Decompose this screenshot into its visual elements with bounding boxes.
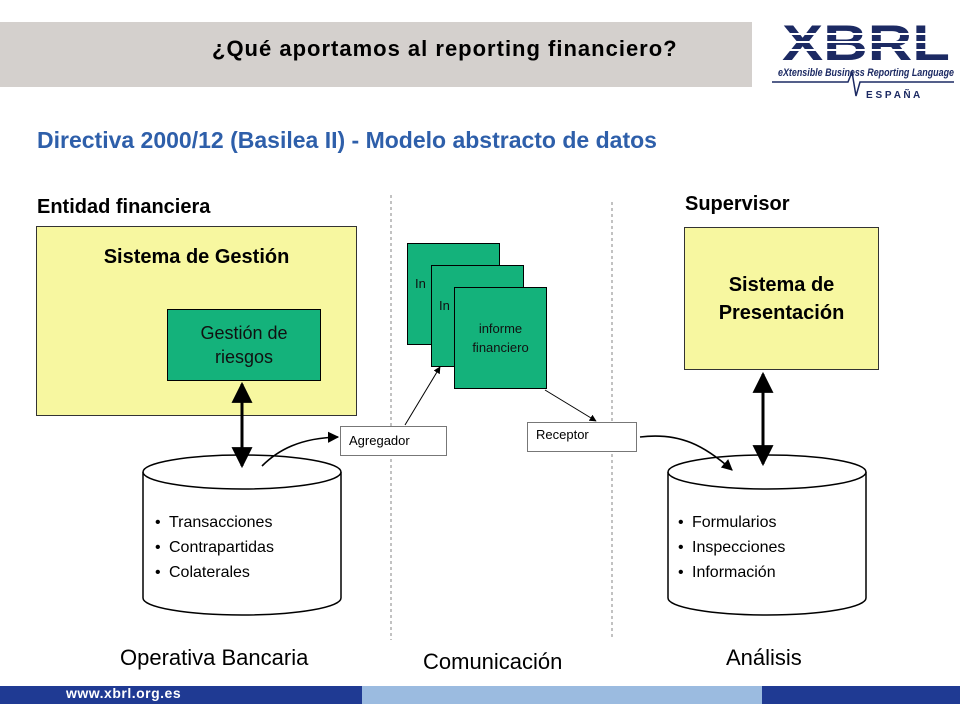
logo-tagline: eXtensible Business Reporting Language — [778, 67, 954, 79]
right-heading: Supervisor — [685, 193, 790, 215]
report-document-back-label: In — [415, 276, 426, 291]
logo-pulse — [772, 69, 954, 97]
right-database-list: Formularios Inspecciones Información — [678, 510, 785, 585]
left-database-list: Transacciones Contrapartidas Colaterales — [155, 510, 274, 585]
left-db-item: Contrapartidas — [155, 535, 274, 560]
documents-to-receiver-arrow — [544, 389, 597, 422]
right-db-item: Información — [678, 560, 785, 585]
report-document-front-label: informe financiero — [472, 321, 529, 355]
right-db-item: Formularios — [678, 510, 785, 535]
risk-management-box: Gestión de riesgos — [167, 309, 321, 381]
footer-bar-dark — [0, 686, 362, 704]
right-db-item: Inspecciones — [678, 535, 785, 560]
logo-country: E S P A Ñ A — [866, 88, 920, 101]
left-heading: Entidad financiera — [37, 196, 211, 218]
footer-bar-dark-right — [762, 686, 960, 704]
left-db-item: Transacciones — [155, 510, 274, 535]
middle-column-label: Comunicación — [423, 649, 563, 674]
db-to-aggregator-arrow — [261, 431, 340, 467]
presentation-system-title: Sistema de Presentación — [718, 273, 845, 324]
left-db-item: Colaterales — [155, 560, 274, 585]
presentation-system-box: Sistema de Presentación — [684, 227, 879, 370]
xbrl-logo: XBRL eXtensible Business Reporting Langu… — [772, 15, 954, 101]
aggregator-box: Agregador — [340, 426, 447, 456]
page-title: ¿Qué aportamos al reporting financiero? — [212, 36, 678, 61]
diagram-subtitle: Directiva 2000/12 (Basilea II) - Modelo … — [37, 127, 657, 153]
aggregator-to-documents-arrow — [404, 366, 441, 426]
receiver-box: Receptor — [527, 422, 637, 452]
report-document-front: informe financiero — [454, 287, 547, 389]
receiver-to-db-arrow — [639, 435, 733, 471]
title-bar — [0, 22, 752, 87]
footer-url-link[interactable]: www.xbrl.org.es — [66, 685, 182, 701]
management-system-title: Sistema de Gestión — [103, 246, 290, 268]
right-column-label: Análisis — [726, 645, 802, 670]
left-column-label: Operativa Bancaria — [120, 645, 309, 670]
footer-bar-light — [362, 686, 762, 704]
report-document-middle-label: In — [439, 298, 450, 313]
